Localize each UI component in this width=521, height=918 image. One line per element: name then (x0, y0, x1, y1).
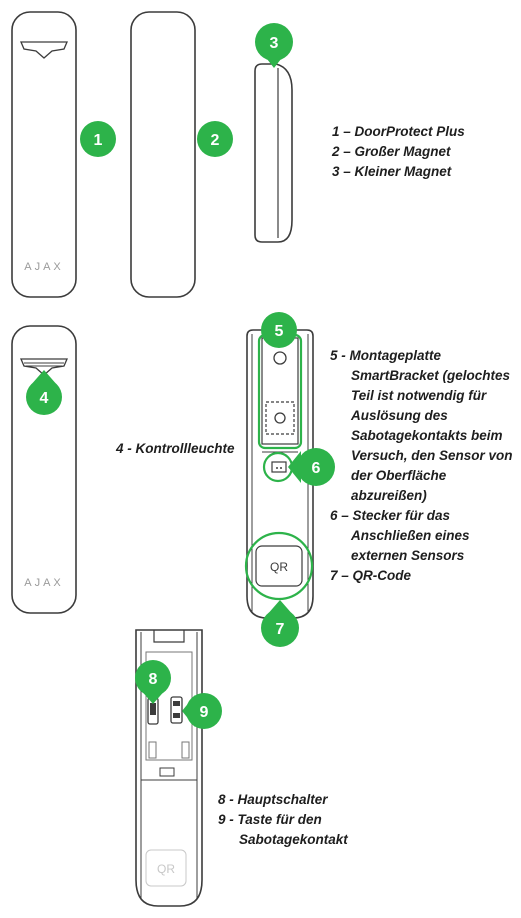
caption-5-line-3: Teil ist notwendig für (351, 388, 487, 403)
caption-large-magnet: 2 – Großer Magnet (332, 144, 451, 159)
callout-2: 2 (197, 121, 233, 157)
callout-number: 2 (211, 132, 220, 149)
doorprotect-plus-back: QR (246, 329, 314, 619)
caption-9-line-1: 9 - Taste für den (218, 812, 322, 827)
callout-number: 3 (270, 35, 279, 52)
caption-main-switch: 8 - Hauptschalter (218, 792, 328, 807)
caption-small-magnet: 3 – Kleiner Magnet (332, 164, 452, 179)
callout-number: 7 (276, 621, 285, 638)
callout-number: 8 (149, 671, 158, 688)
small-magnet (254, 63, 293, 243)
callout-8: 8 (135, 660, 171, 704)
ajax-logo: AJAX (24, 261, 64, 273)
caption-led-indicator: 4 - Kontrollleuchte (116, 441, 235, 456)
caption-group-5-7: 5 - Montageplatte SmartBracket (gelochte… (330, 346, 513, 586)
qr-label-faded: QR (157, 862, 175, 876)
callout-7: 7 (261, 600, 299, 647)
callout-number: 6 (312, 460, 321, 477)
caption-doorprotect-plus: 1 – DoorProtect Plus (332, 124, 465, 139)
caption-5-line-1: 5 - Montageplatte (330, 348, 442, 363)
caption-5-line-8: abzureißen) (351, 488, 427, 503)
ajax-logo: AJAX (24, 577, 64, 589)
qr-label: QR (270, 560, 288, 574)
callout-number: 9 (200, 704, 209, 721)
caption-5-line-4: Auslösung des (351, 408, 448, 423)
large-magnet (130, 11, 196, 298)
callout-number: 5 (275, 323, 284, 340)
doorprotect-plus-front: AJAX (11, 11, 77, 298)
callout-3: 3 (255, 23, 293, 68)
caption-5-line-6: Versuch, den Sensor von (351, 448, 513, 463)
caption-group-1-3: 1 – DoorProtect Plus 2 – Großer Magnet 3… (332, 122, 465, 182)
doorprotect-plus-led: AJAX (11, 325, 77, 614)
callout-4: 4 (26, 370, 62, 415)
caption-qr-code: 7 – QR-Code (330, 568, 412, 583)
caption-group-8-9: 8 - Hauptschalter 9 - Taste für den Sabo… (218, 790, 348, 850)
caption-6-line-1: 6 – Stecker für das (330, 508, 451, 523)
callout-6: 6 (288, 448, 335, 486)
caption-5-line-5: Sabotagekontakts beim (351, 428, 503, 443)
callout-number: 1 (94, 132, 103, 149)
qr-highlight (244, 531, 314, 601)
callout-number: 4 (40, 390, 49, 407)
callout-1: 1 (80, 121, 116, 157)
callout-9: 9 (182, 693, 222, 729)
caption-5-line-2: SmartBracket (gelochtes (351, 368, 511, 383)
callout-5: 5 (261, 312, 297, 348)
caption-9-line-2: Sabotagekontakt (239, 832, 348, 847)
caption-6-line-2: Anschließen eines (351, 528, 470, 543)
caption-5-line-7: der Oberfläche (351, 468, 447, 483)
caption-6-line-3: externen Sensors (351, 548, 465, 563)
